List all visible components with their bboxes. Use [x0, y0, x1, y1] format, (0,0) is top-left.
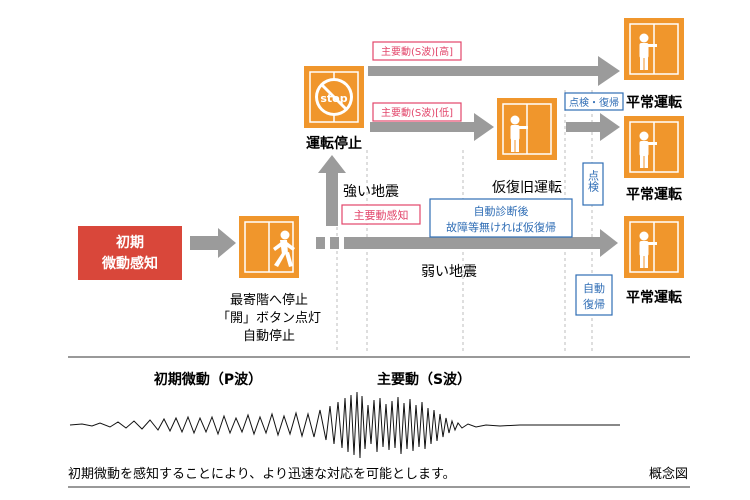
inspection-vertical-text: 点検: [587, 170, 600, 193]
auto-diagnosis-box: 自動診断後 故障等無ければ仮復帰: [429, 198, 573, 238]
normal-operation-label-2: 平常運転: [626, 186, 682, 203]
strong-quake-label: 強い地震: [343, 184, 399, 200]
initial-box-line2: 微動感知: [101, 255, 158, 272]
concept-label: 概念図: [649, 466, 688, 482]
arrow-main-low: [370, 113, 494, 141]
normal-operation-label-1: 平常運転: [626, 94, 682, 111]
auto-recovery-line1: 自動: [583, 281, 605, 295]
stop-sign-icon: stop: [315, 78, 353, 116]
auto-diag-line1: 自動診断後: [474, 204, 529, 218]
elevator-temporary: [496, 97, 558, 161]
elevator-stopped: stop: [303, 65, 365, 129]
elevator-normal-middle: [623, 115, 685, 179]
elevator-normal-bottom: [623, 215, 685, 279]
inspection-vertical-tag: 点検: [582, 162, 604, 206]
initial-tremor-box: 初期 微動感知: [78, 226, 182, 280]
arrow-weak-quake: [344, 229, 618, 257]
person-running-icon: [273, 230, 295, 267]
auto-recovery-line2: 復帰: [583, 298, 605, 311]
wave-s-label: 主要動（S波）: [377, 371, 471, 388]
flow-arrows: [190, 56, 620, 258]
main-motion-high-text: 主要動(S波)[高]: [381, 45, 453, 58]
arrow-temporary-to-normal: [566, 113, 620, 141]
main-motion-low-text: 主要動(S波)[低]: [381, 106, 453, 119]
weak-quake-label: 弱い地震: [421, 264, 477, 280]
arrow-strong-quake-up: [318, 155, 346, 226]
elevator-normal-top: [623, 17, 685, 81]
inspection-recovery-text: 点検・復帰: [569, 96, 619, 109]
initial-box-line1: 初期: [116, 234, 144, 251]
nearest-floor-line3: 自動停止: [243, 328, 295, 344]
seismic-waveform: [69, 391, 620, 459]
inspection-recovery-tag: 点検・復帰: [564, 92, 624, 111]
main-motion-detect-tag: 主要動感知: [341, 204, 421, 225]
main-motion-low-tag: 主要動(S波)[低]: [372, 102, 462, 122]
normal-operation-label-3: 平常運転: [626, 289, 682, 306]
arrow-initial-to-floor: [190, 228, 236, 258]
caption: 初期微動を感知することにより、より迅速な対応を可能とします。: [68, 466, 456, 482]
main-motion-detect-text: 主要動感知: [354, 208, 409, 222]
stop-sign-text: stop: [320, 92, 347, 105]
nearest-floor-line2: 「開」ボタン点灯: [217, 311, 321, 326]
arrow-main-high: [368, 56, 620, 86]
main-motion-high-tag: 主要動(S波)[高]: [372, 41, 462, 61]
auto-recovery-tag: 自動 復帰: [575, 274, 613, 316]
stopped-label: 運転停止: [306, 135, 362, 152]
auto-diag-line2: 故障等無ければ仮復帰: [446, 220, 556, 234]
temporary-recovery-label: 仮復旧運転: [492, 179, 562, 196]
elevator-nearest-floor: [238, 215, 300, 279]
nearest-floor-line1: 最寄階へ停止: [230, 292, 308, 308]
weak-dash-1: [316, 237, 325, 249]
weak-dash-2: [330, 237, 339, 249]
wave-p-label: 初期微動（P波）: [154, 371, 262, 388]
